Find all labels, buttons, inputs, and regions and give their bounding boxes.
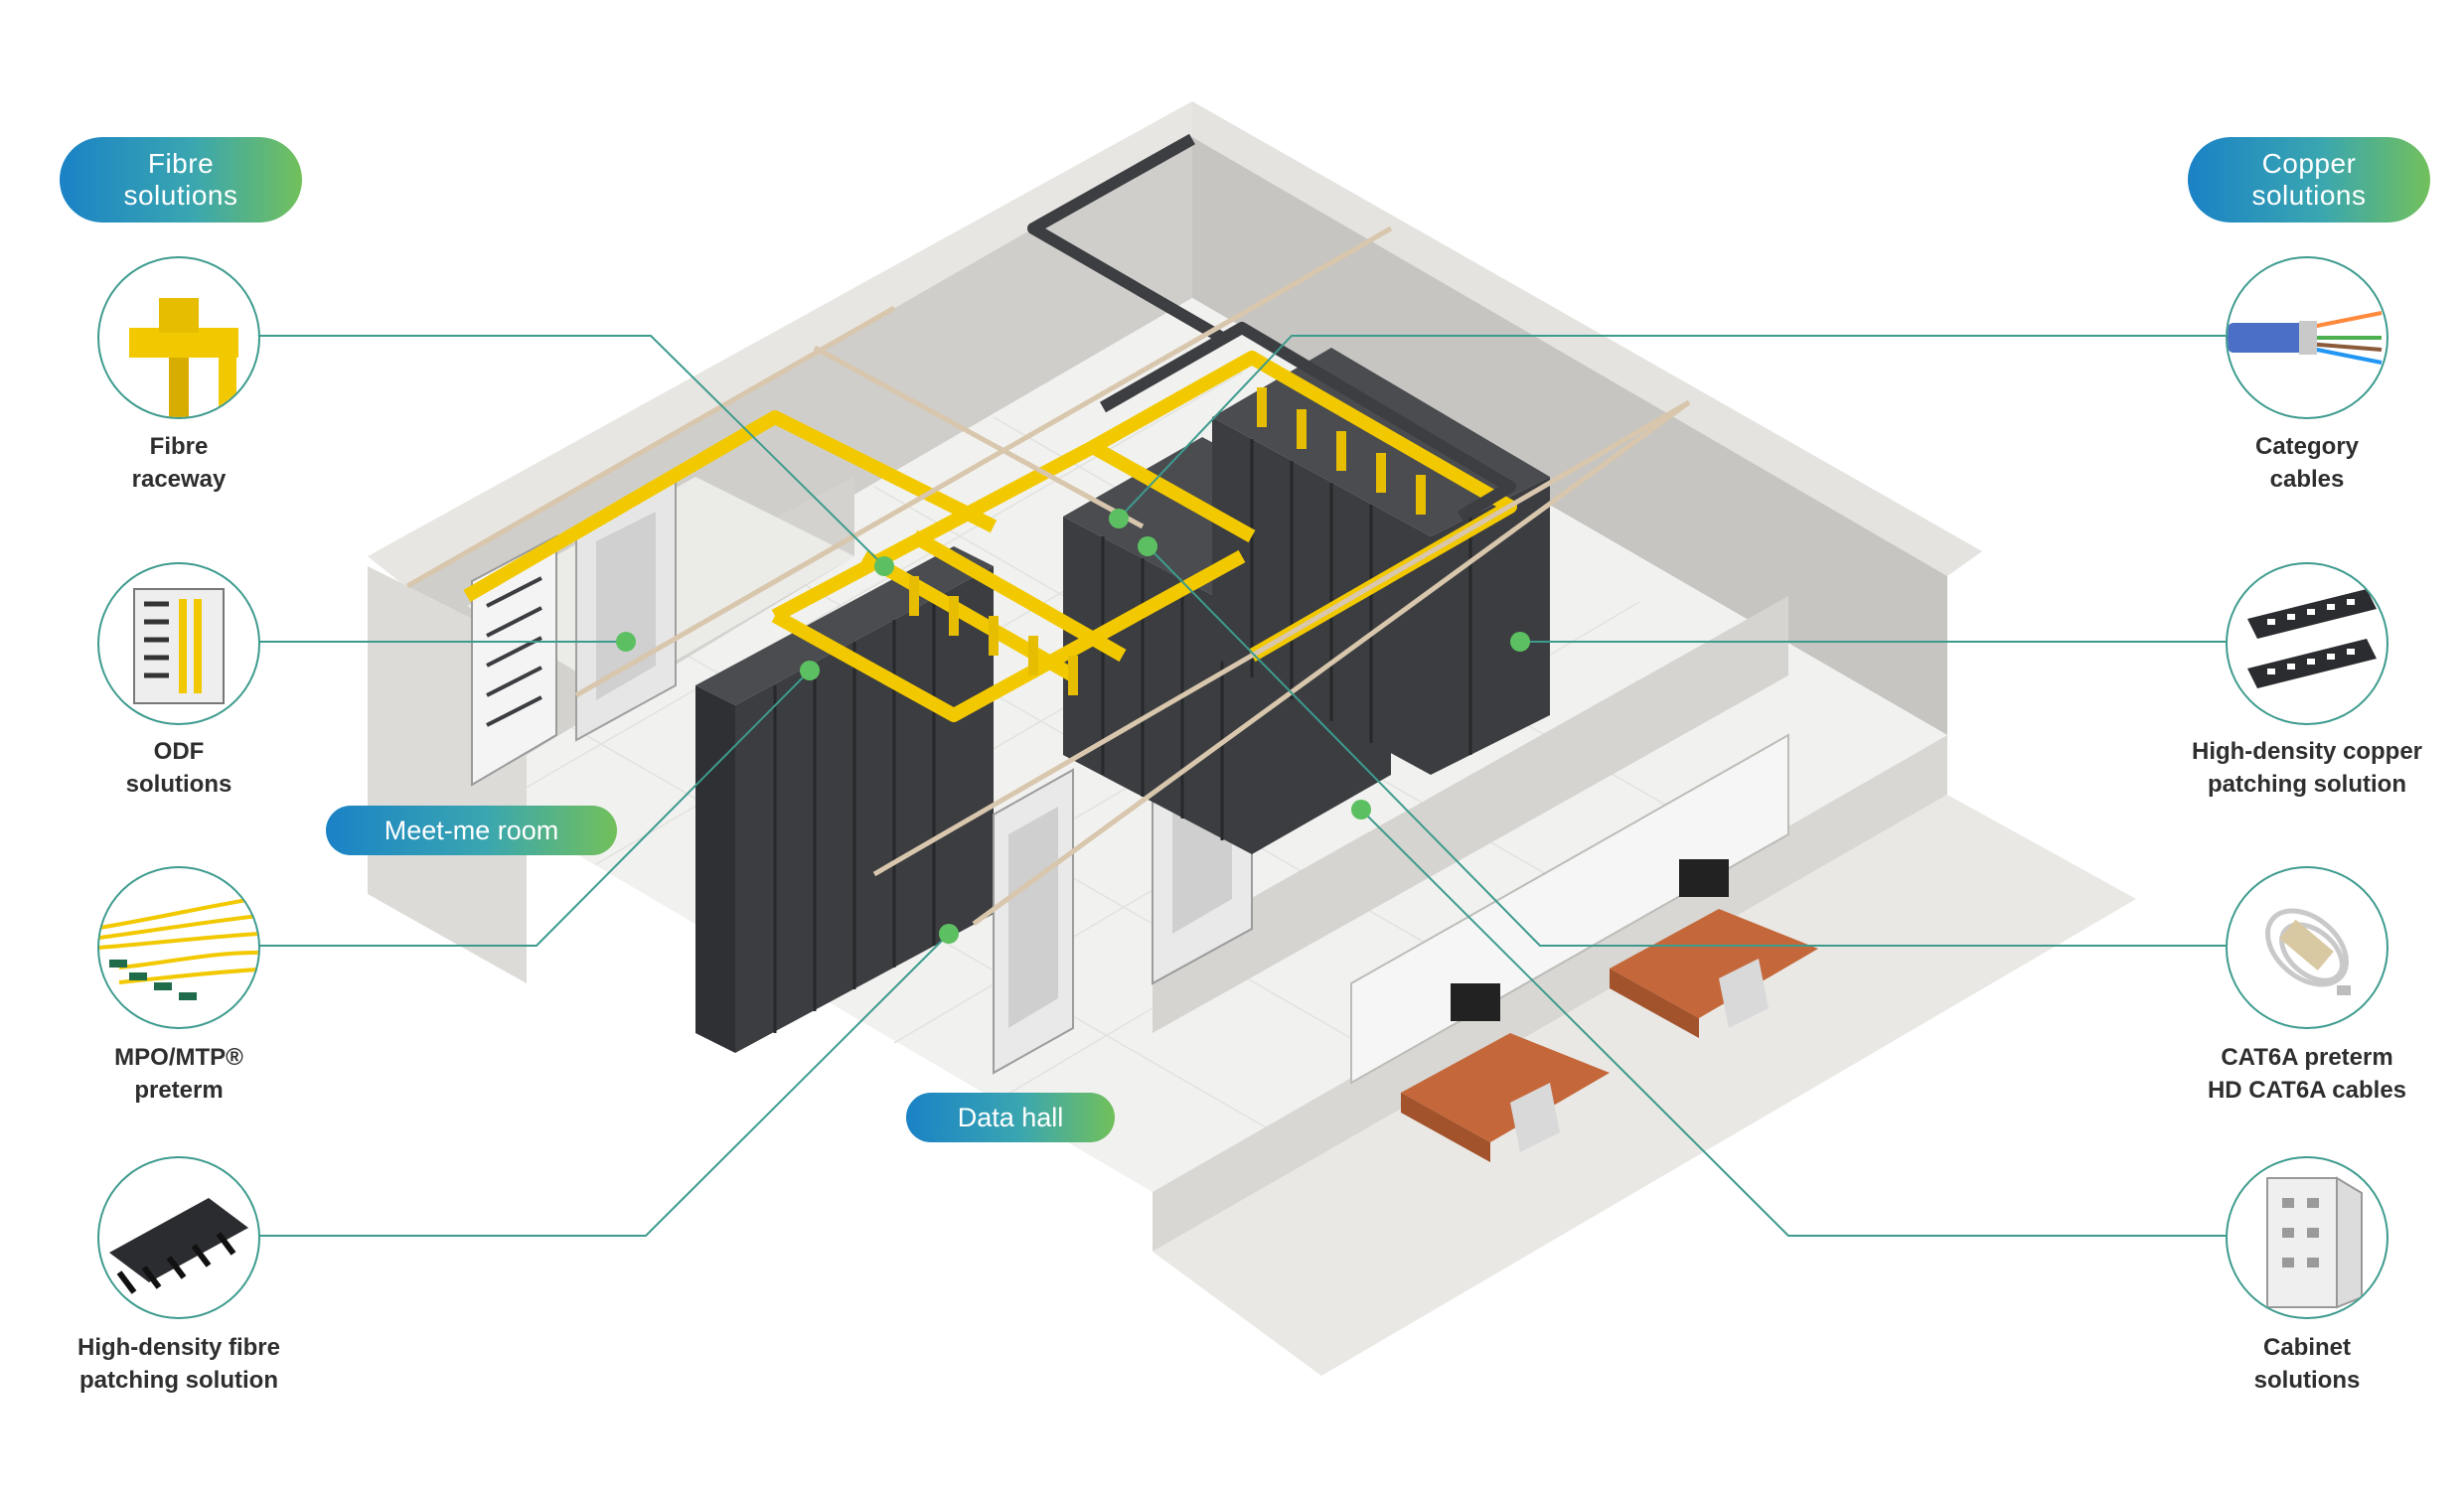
marker-hd-fibre [939, 924, 959, 944]
fibre-solutions-header: Fibre solutions [60, 137, 302, 223]
white-cabinet-end-1 [993, 768, 1074, 1075]
marker-cabinet [1351, 800, 1371, 820]
fibre-raceway-icon [97, 256, 260, 419]
back-wall-right [1192, 137, 1947, 735]
front-wall-outer [1153, 596, 1788, 1033]
control-room-floor [1153, 795, 2136, 1376]
connector-lines [258, 335, 2226, 1237]
odf-solutions-label: ODF solutions [125, 738, 232, 798]
cat6a-cable-icon [2226, 866, 2388, 1029]
marker-fibre-raceway [874, 556, 894, 576]
odf-icon [97, 562, 260, 725]
data-hall-label: Data hall [906, 1093, 1115, 1142]
mpo-cable-icon [97, 866, 260, 1029]
copper-solutions-header: Copper solutions [2188, 137, 2430, 223]
marker-odf [616, 632, 636, 652]
building-top-left-wall [368, 101, 1232, 588]
hd-copper-patching-label: High-density copper patching solution [2191, 738, 2423, 798]
category-cable-icon [2226, 256, 2388, 419]
control-desk-1 [1401, 983, 1610, 1162]
building-top-right-wall [1192, 101, 1982, 576]
category-cables-label: Category cables [2254, 433, 2360, 493]
cat6a-preterm-label: CAT6A preterm HD CAT6A cables [2207, 1044, 2407, 1104]
mpo-mtp-preterm-label: MPO/MTP® preterm [114, 1044, 243, 1104]
marker-category-cables [1109, 509, 1129, 528]
cabinet-icon [2226, 1156, 2388, 1319]
fibre-raceway-label: Fibre raceway [131, 433, 227, 493]
overhead-pipes [405, 225, 1691, 927]
meet-me-room-label: Meet-me room [326, 806, 617, 855]
copper-patch-panel-icon [2226, 562, 2388, 725]
dark-cable-tray [1027, 133, 1516, 522]
marker-mpo [800, 661, 820, 680]
marker-dots [616, 509, 1530, 944]
yellow-raceway-drops [909, 387, 1426, 695]
hd-fibre-patching-label: High-density fibre patching solution [77, 1334, 280, 1394]
front-right-wall [1153, 735, 1947, 1252]
control-desk-2 [1610, 859, 1818, 1038]
marker-cat6a [1138, 536, 1157, 556]
cabinet-solutions-label: Cabinet solutions [2253, 1334, 2361, 1394]
marker-hd-copper [1510, 632, 1530, 652]
fibre-patch-panel-icon [97, 1156, 260, 1319]
